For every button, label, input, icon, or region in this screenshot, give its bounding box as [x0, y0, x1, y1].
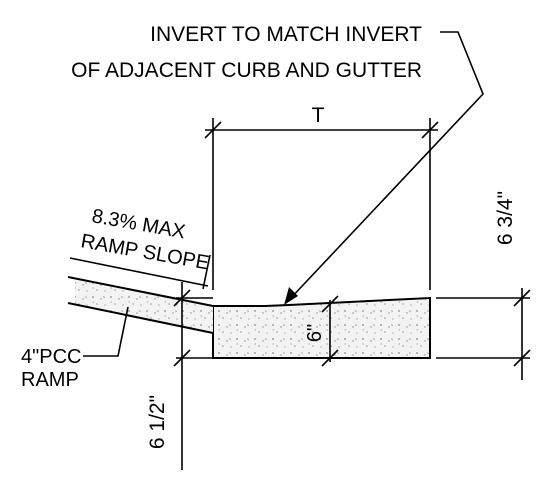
slope-label-line2: RAMP SLOPE: [79, 230, 211, 274]
right-tick-bottom: [513, 349, 531, 367]
ramp-slope-line: [69, 257, 209, 287]
ramp-label-line1: 4"PCC: [21, 346, 81, 368]
left-tick-bottom: [173, 349, 191, 367]
inner-tick-top: [321, 295, 339, 313]
left-dimension-label: 6 1/2": [146, 395, 169, 449]
invert-note-line1: INVERT TO MATCH INVERT: [150, 23, 422, 46]
inner-tick-bottom: [321, 349, 339, 367]
right-tick-top: [513, 289, 531, 307]
left-tick-top: [173, 289, 191, 307]
ramp-bottom-edge: [67, 302, 214, 334]
t-dimension-label: T: [312, 104, 325, 127]
invert-arrowhead: [284, 287, 298, 305]
slope-leader-line: [202, 254, 211, 290]
invert-leader-line: [288, 31, 484, 301]
right-dimension-label: 6 3/4": [494, 191, 517, 245]
ramp-concrete: [75, 278, 213, 332]
ramp-top-edge: [67, 276, 214, 307]
t-tick-left: [204, 121, 222, 139]
ramp-label-line2: RAMP: [21, 369, 79, 391]
invert-note-line2: OF ADJACENT CURB AND GUTTER: [71, 59, 422, 82]
t-tick-right: [421, 121, 439, 139]
ramp-leader-line: [83, 306, 129, 357]
inner-dimension-label: 6": [304, 324, 326, 342]
